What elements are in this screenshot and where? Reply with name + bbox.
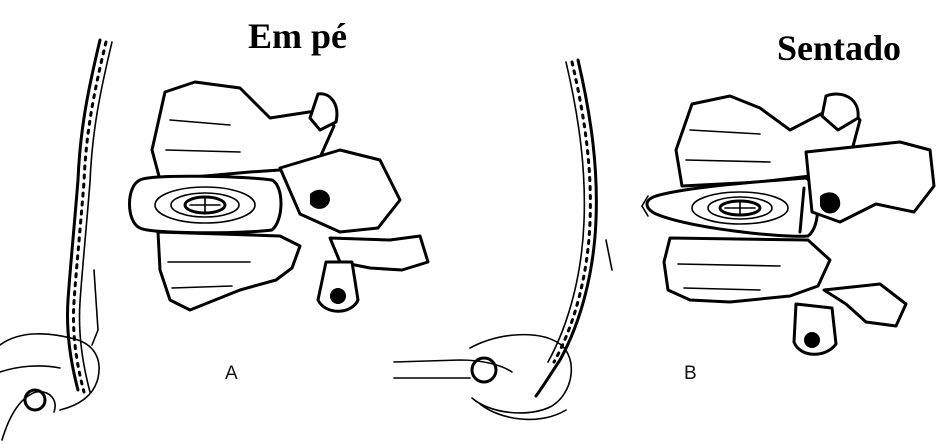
sitting-spine [536, 60, 612, 396]
panel-b-illustration [394, 60, 934, 419]
disc-b [642, 178, 818, 236]
panel-a-illustration [0, 40, 428, 440]
panel-a-letter: A [225, 364, 238, 383]
spinous-process-a [310, 94, 337, 130]
lower-vertebra-b [664, 238, 830, 302]
standing-hip-outline [0, 334, 99, 440]
transverse-process-b [824, 284, 906, 326]
disc-a [130, 176, 282, 233]
sitting-hip-outline [394, 335, 571, 420]
lower-vertebra-a [158, 232, 300, 310]
facet-joint-a [280, 150, 400, 232]
panel-b-letter: B [684, 364, 697, 383]
